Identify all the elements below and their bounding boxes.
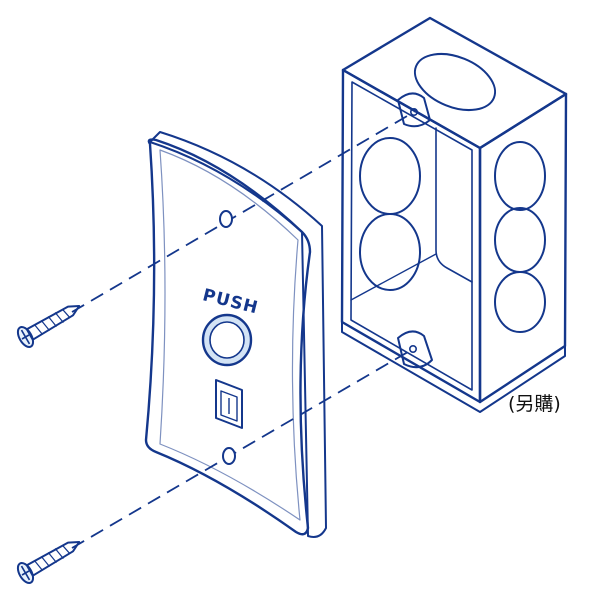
box-side-knockout-3 xyxy=(494,271,546,333)
lower-alignment-line xyxy=(71,348,414,549)
lower-screw-slot-b xyxy=(21,570,30,576)
box-inner-rim xyxy=(350,81,473,391)
box-bottom-tab xyxy=(397,330,433,369)
wall-plate: PUSH xyxy=(144,131,327,538)
plate-bevel xyxy=(159,149,301,521)
box-bottom-tab-hole xyxy=(408,344,417,353)
plate-edge xyxy=(149,131,327,538)
electrical-box xyxy=(340,16,568,413)
upper-alignment-line xyxy=(71,111,415,313)
push-button xyxy=(201,313,253,367)
lower-screw-shank xyxy=(25,541,81,577)
box-right-face xyxy=(478,92,568,404)
upper-screw xyxy=(16,305,81,348)
key-switch-outer xyxy=(215,379,243,429)
upper-screw-shank xyxy=(25,305,81,341)
alignment-lines xyxy=(71,111,415,549)
box-inner-knockout-1 xyxy=(359,137,421,215)
box-top-knockout xyxy=(413,52,497,112)
box-side-knockout-1 xyxy=(494,141,546,211)
sold-separately-note: (另購) xyxy=(508,393,561,415)
lower-screw-thread xyxy=(34,545,71,571)
lower-screw xyxy=(16,541,81,584)
key-switch xyxy=(215,379,243,429)
box-inner-bottom-edge xyxy=(350,253,437,301)
push-button-face xyxy=(209,321,245,359)
plate-lower-screw-hole xyxy=(222,447,236,465)
plate-front-face xyxy=(144,138,312,536)
box-side-knockout-2 xyxy=(494,207,546,273)
box-top-tab xyxy=(397,92,431,128)
box-inner-knockout-2 xyxy=(359,213,421,291)
box-top-tab-hole xyxy=(409,108,418,117)
box-inner-side-wall xyxy=(435,127,473,283)
push-label: PUSH xyxy=(201,285,261,318)
upper-screw-slot-b xyxy=(21,334,30,340)
key-switch-inner xyxy=(220,390,238,422)
plate-upper-screw-hole xyxy=(219,210,233,228)
box-bottom-lip xyxy=(341,321,566,413)
box-top-face xyxy=(341,16,568,150)
upper-screw-thread xyxy=(34,309,71,335)
box-front-frame xyxy=(340,68,482,404)
